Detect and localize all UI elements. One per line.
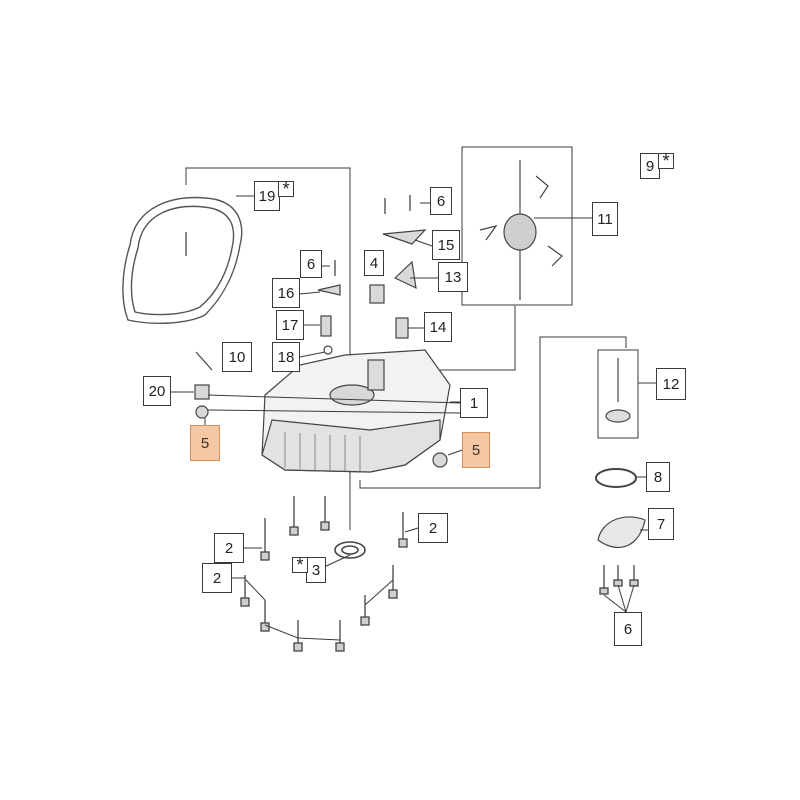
callout-2-right: 2 bbox=[418, 513, 448, 543]
callout-12: 12 bbox=[656, 368, 686, 400]
callout-6-top: 6 bbox=[430, 187, 452, 215]
cover-plate-7 bbox=[597, 516, 646, 549]
callout-4: 4 bbox=[364, 250, 384, 276]
callout-8: 8 bbox=[646, 462, 670, 492]
callout-10: 10 bbox=[222, 342, 252, 372]
callout-14: 14 bbox=[424, 312, 452, 342]
crankcase-1 bbox=[261, 349, 451, 473]
callout-19: 19 bbox=[254, 181, 280, 211]
callout-3-star: * bbox=[292, 556, 308, 574]
group-line-1 bbox=[359, 336, 627, 489]
callout-19-star: * bbox=[278, 180, 294, 198]
small-parts bbox=[194, 229, 448, 468]
callout-5-left-highlighted: 5 bbox=[190, 425, 220, 461]
callout-6-bottom: 6 bbox=[614, 612, 642, 646]
frame-governor bbox=[461, 146, 573, 306]
frame-sensor bbox=[597, 349, 639, 439]
callout-1: 1 bbox=[460, 388, 488, 418]
gasket-19 bbox=[122, 196, 243, 324]
callout-17: 17 bbox=[276, 310, 304, 340]
group-line-11 bbox=[430, 306, 516, 371]
callout-9-star: * bbox=[658, 152, 674, 170]
callout-20: 20 bbox=[143, 376, 171, 406]
callout-2-left-lower: 2 bbox=[202, 563, 232, 593]
group-line-19 bbox=[185, 167, 351, 530]
callout-9: 9 bbox=[640, 153, 660, 179]
sensor-12 bbox=[605, 358, 631, 423]
callout-11: 11 bbox=[592, 202, 618, 236]
callout-2-left-upper: 2 bbox=[214, 533, 244, 563]
bolts bbox=[240, 195, 639, 652]
callout-18: 18 bbox=[272, 342, 300, 372]
callout-15: 15 bbox=[432, 230, 460, 260]
callout-5-right-highlighted: 5 bbox=[462, 432, 490, 468]
callout-16: 16 bbox=[272, 278, 300, 308]
o-ring-8 bbox=[595, 468, 637, 488]
callout-6-mid: 6 bbox=[300, 250, 322, 278]
seal-3 bbox=[334, 541, 366, 559]
callout-7: 7 bbox=[648, 508, 674, 540]
callout-13: 13 bbox=[438, 262, 468, 292]
callout-3: 3 bbox=[306, 557, 326, 583]
governor-assembly-11 bbox=[479, 160, 563, 300]
